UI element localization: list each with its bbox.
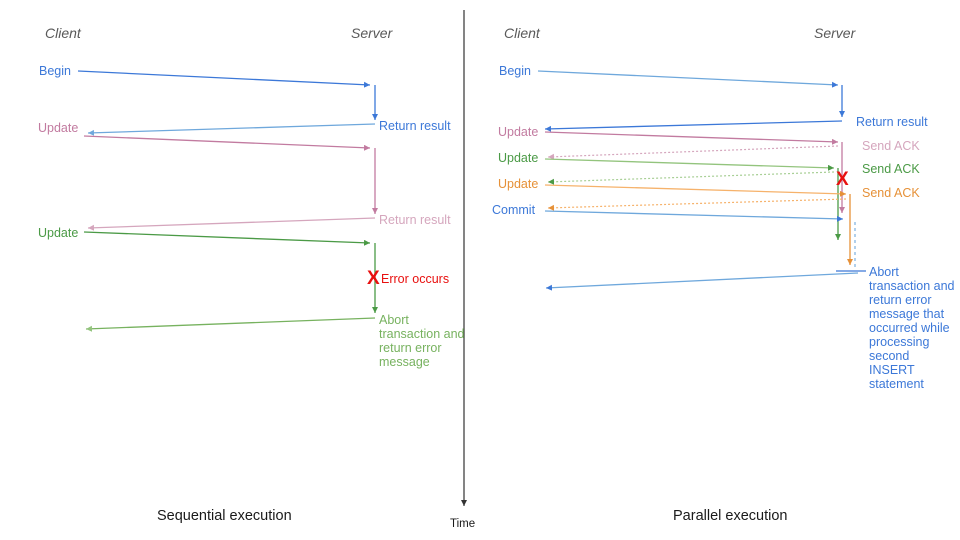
right-client-label-update-2: Update [498,151,539,165]
right-client-label-commit: Commit [492,203,536,217]
left-client-label-begin: Begin [39,64,71,78]
left-panel-arrows [77,70,378,332]
right-client-label-update-1: Update [498,125,539,139]
right-arrow-commit [544,210,866,291]
left-arrow-update-1 [83,135,378,231]
left-server-label-error-occurs: Error occurs [381,272,450,286]
right-arrow-update-2 [544,158,841,240]
left-panel-caption: Sequential execution [157,508,292,524]
right-server-label-abort-message: Abort transaction and return error messa… [869,265,955,391]
right-panel-arrows [537,70,866,291]
left-server-header: Server [351,25,393,41]
right-client-label-update-3: Update [498,177,539,191]
right-client-header: Client [504,25,540,41]
left-arrow-begin [77,70,378,136]
left-server-label-abort-message: Abort transaction and return error messa… [379,313,465,369]
right-server-label-send-ack-1: Send ACK [862,139,920,153]
left-client-header: Client [45,25,81,41]
left-client-label-update-1: Update [38,121,79,135]
right-client-label-begin: Begin [499,64,531,78]
right-arrow-update-3 [544,184,853,265]
left-arrow-update-2 [83,231,378,332]
right-server-label-return-result: Return result [856,115,928,129]
left-client-label-update-2: Update [38,226,79,240]
right-arrow-update-1 [544,131,845,213]
left-server-label-return-result-1: Return result [379,119,451,133]
left-error-x-icon: X [367,268,380,289]
time-axis-label: Time [450,518,476,530]
right-arrow-begin [537,70,845,132]
right-panel-caption: Parallel execution [673,508,788,524]
right-server-label-send-ack-2: Send ACK [862,162,920,176]
right-server-header: Server [814,25,856,41]
right-error-x-icon: X [836,169,849,190]
right-server-label-send-ack-3: Send ACK [862,186,920,200]
left-server-label-return-result-2: Return result [379,213,451,227]
